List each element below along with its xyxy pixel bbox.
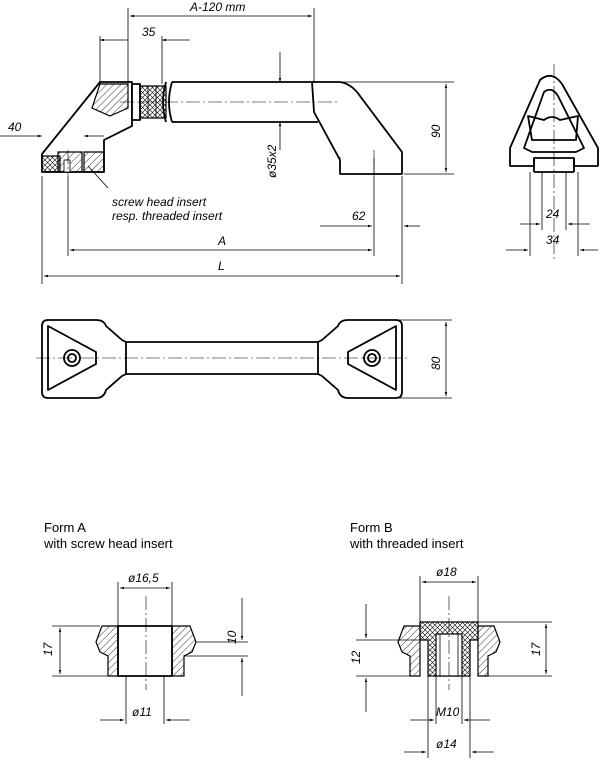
dim-35: 35: [142, 25, 156, 39]
dim-90: 90: [429, 124, 443, 138]
form-b-title: Form B: [350, 520, 393, 535]
form-a-insert: ø16,5 ø11 17 10: [41, 571, 248, 724]
side-view-right-end: [311, 81, 403, 175]
form-a-d-bottom: ø11: [132, 705, 152, 719]
form-b-h17: 17: [529, 641, 543, 656]
form-a-h17: 17: [41, 641, 55, 656]
note-line-1: screw head insert: [112, 195, 207, 209]
form-a-title: Form A: [44, 520, 86, 535]
end-view: 24 34: [506, 64, 599, 260]
dim-34: 34: [546, 233, 560, 247]
form-b-thread: M10: [436, 705, 460, 719]
form-b-d-top: ø18: [436, 565, 457, 579]
form-b-subtitle: with threaded insert: [349, 536, 464, 551]
dim-62: 62: [352, 209, 366, 223]
note-line-2: resp. threaded insert: [112, 209, 223, 223]
form-a-h10: 10: [225, 630, 239, 644]
dim-80: 80: [429, 356, 443, 370]
dim-40: 40: [8, 120, 22, 134]
dim-l: L: [218, 259, 225, 273]
form-b-d-bottom: ø14: [436, 737, 457, 751]
dim-a: A: [217, 234, 226, 248]
side-view-tube: [172, 81, 318, 123]
dim-a-minus-120: A-120 mm: [189, 0, 245, 14]
form-a-subtitle: with screw head insert: [43, 536, 173, 551]
dim-24: 24: [545, 207, 560, 221]
side-view-dimensions: A-120 mm 35 40 ø35x2 90 62 A L: [0, 0, 454, 284]
form-b-h12: 12: [349, 650, 363, 664]
form-b-insert: ø18 M10 ø14 12 17: [349, 565, 552, 758]
side-view: [41, 81, 403, 189]
dim-tube: ø35x2: [265, 144, 279, 178]
form-a-d-top: ø16,5: [128, 571, 159, 585]
top-view: 80: [36, 319, 452, 399]
